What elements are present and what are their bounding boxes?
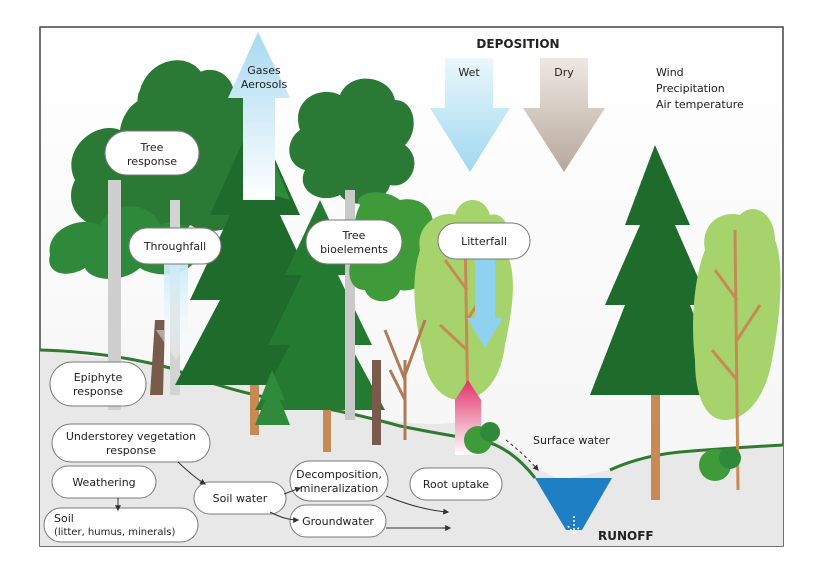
litterfall-arrow [467, 258, 503, 348]
node-root-uptake: Root uptake [409, 467, 503, 501]
tree-response-line2: response [127, 155, 177, 168]
climate-wind: Wind [656, 66, 684, 79]
connector-soilwater-groundwater [269, 511, 300, 523]
node-groundwater: Groundwater [289, 504, 387, 538]
node-soil-water: Soil water [193, 481, 287, 515]
dry-label: Dry [554, 66, 574, 79]
soil-detail: (litter, humus, minerals) [54, 527, 175, 538]
wet-label: Wet [458, 66, 480, 79]
connector-decomposition-out [385, 495, 450, 515]
climate-precipitation: Precipitation [656, 82, 725, 95]
node-understorey-response: Understorey vegetation response [51, 423, 211, 463]
decomposition-line2: mineralization [300, 482, 379, 495]
climate-air-temperature: Air temperature [656, 98, 744, 111]
surface-water-label: Surface water [533, 434, 610, 447]
tree-bioelements-line1: Tree [342, 229, 366, 242]
throughfall-arrow [156, 260, 196, 360]
node-throughfall: Throughfall [128, 227, 222, 265]
understorey-line2: response [106, 444, 156, 457]
node-soil: Soil (litter, humus, minerals) [43, 507, 199, 543]
runoff-arrow [567, 516, 581, 536]
node-tree-response: Tree response [104, 130, 200, 176]
small-conifer-left [255, 370, 290, 425]
bare-tree [383, 319, 427, 440]
runoff-label: RUNOFF [598, 529, 654, 543]
aerosols-label: Aerosols [241, 78, 288, 91]
understorey-line1: Understorey vegetation [66, 430, 196, 443]
litterfall-label: Litterfall [461, 235, 507, 248]
connector-understorey-soilwater [177, 461, 207, 485]
deposition-title: DEPOSITION [476, 37, 559, 51]
node-epiphyte-response: Epiphyte response [49, 361, 147, 407]
soil-water-label: Soil water [213, 492, 268, 505]
tree-bioelements-line2: bioelements [320, 243, 388, 256]
connector-soilwater-decomposition [283, 486, 302, 495]
node-decomposition: Decomposition, mineralization [289, 460, 389, 502]
tree-response-line1: Tree [140, 141, 164, 154]
node-tree-bioelements: Tree bioelements [305, 219, 403, 265]
broadleaf-tree-light-right [693, 209, 781, 491]
small-shrub-right [699, 447, 741, 481]
root-uptake-label: Root uptake [423, 478, 489, 491]
epiphyte-response-line2: response [73, 385, 123, 398]
node-weathering: Weathering [51, 465, 157, 499]
gases-aerosols-arrow [228, 32, 290, 200]
throughfall-label: Throughfall [143, 240, 206, 253]
groundwater-label: Groundwater [302, 515, 374, 528]
surface-water-body [535, 478, 612, 530]
wet-deposition-arrow [430, 58, 510, 172]
epiphyte-response-line1: Epiphyte [74, 371, 123, 384]
conifer-tree-right [590, 145, 725, 500]
decomposition-line1: Decomposition, [296, 468, 382, 481]
weathering-label: Weathering [72, 476, 135, 489]
small-shrub-center [464, 422, 500, 454]
gases-label: Gases [247, 64, 281, 77]
dry-deposition-arrow [523, 58, 605, 172]
soil-label: Soil [54, 512, 74, 525]
node-litterfall: Litterfall [437, 222, 531, 260]
